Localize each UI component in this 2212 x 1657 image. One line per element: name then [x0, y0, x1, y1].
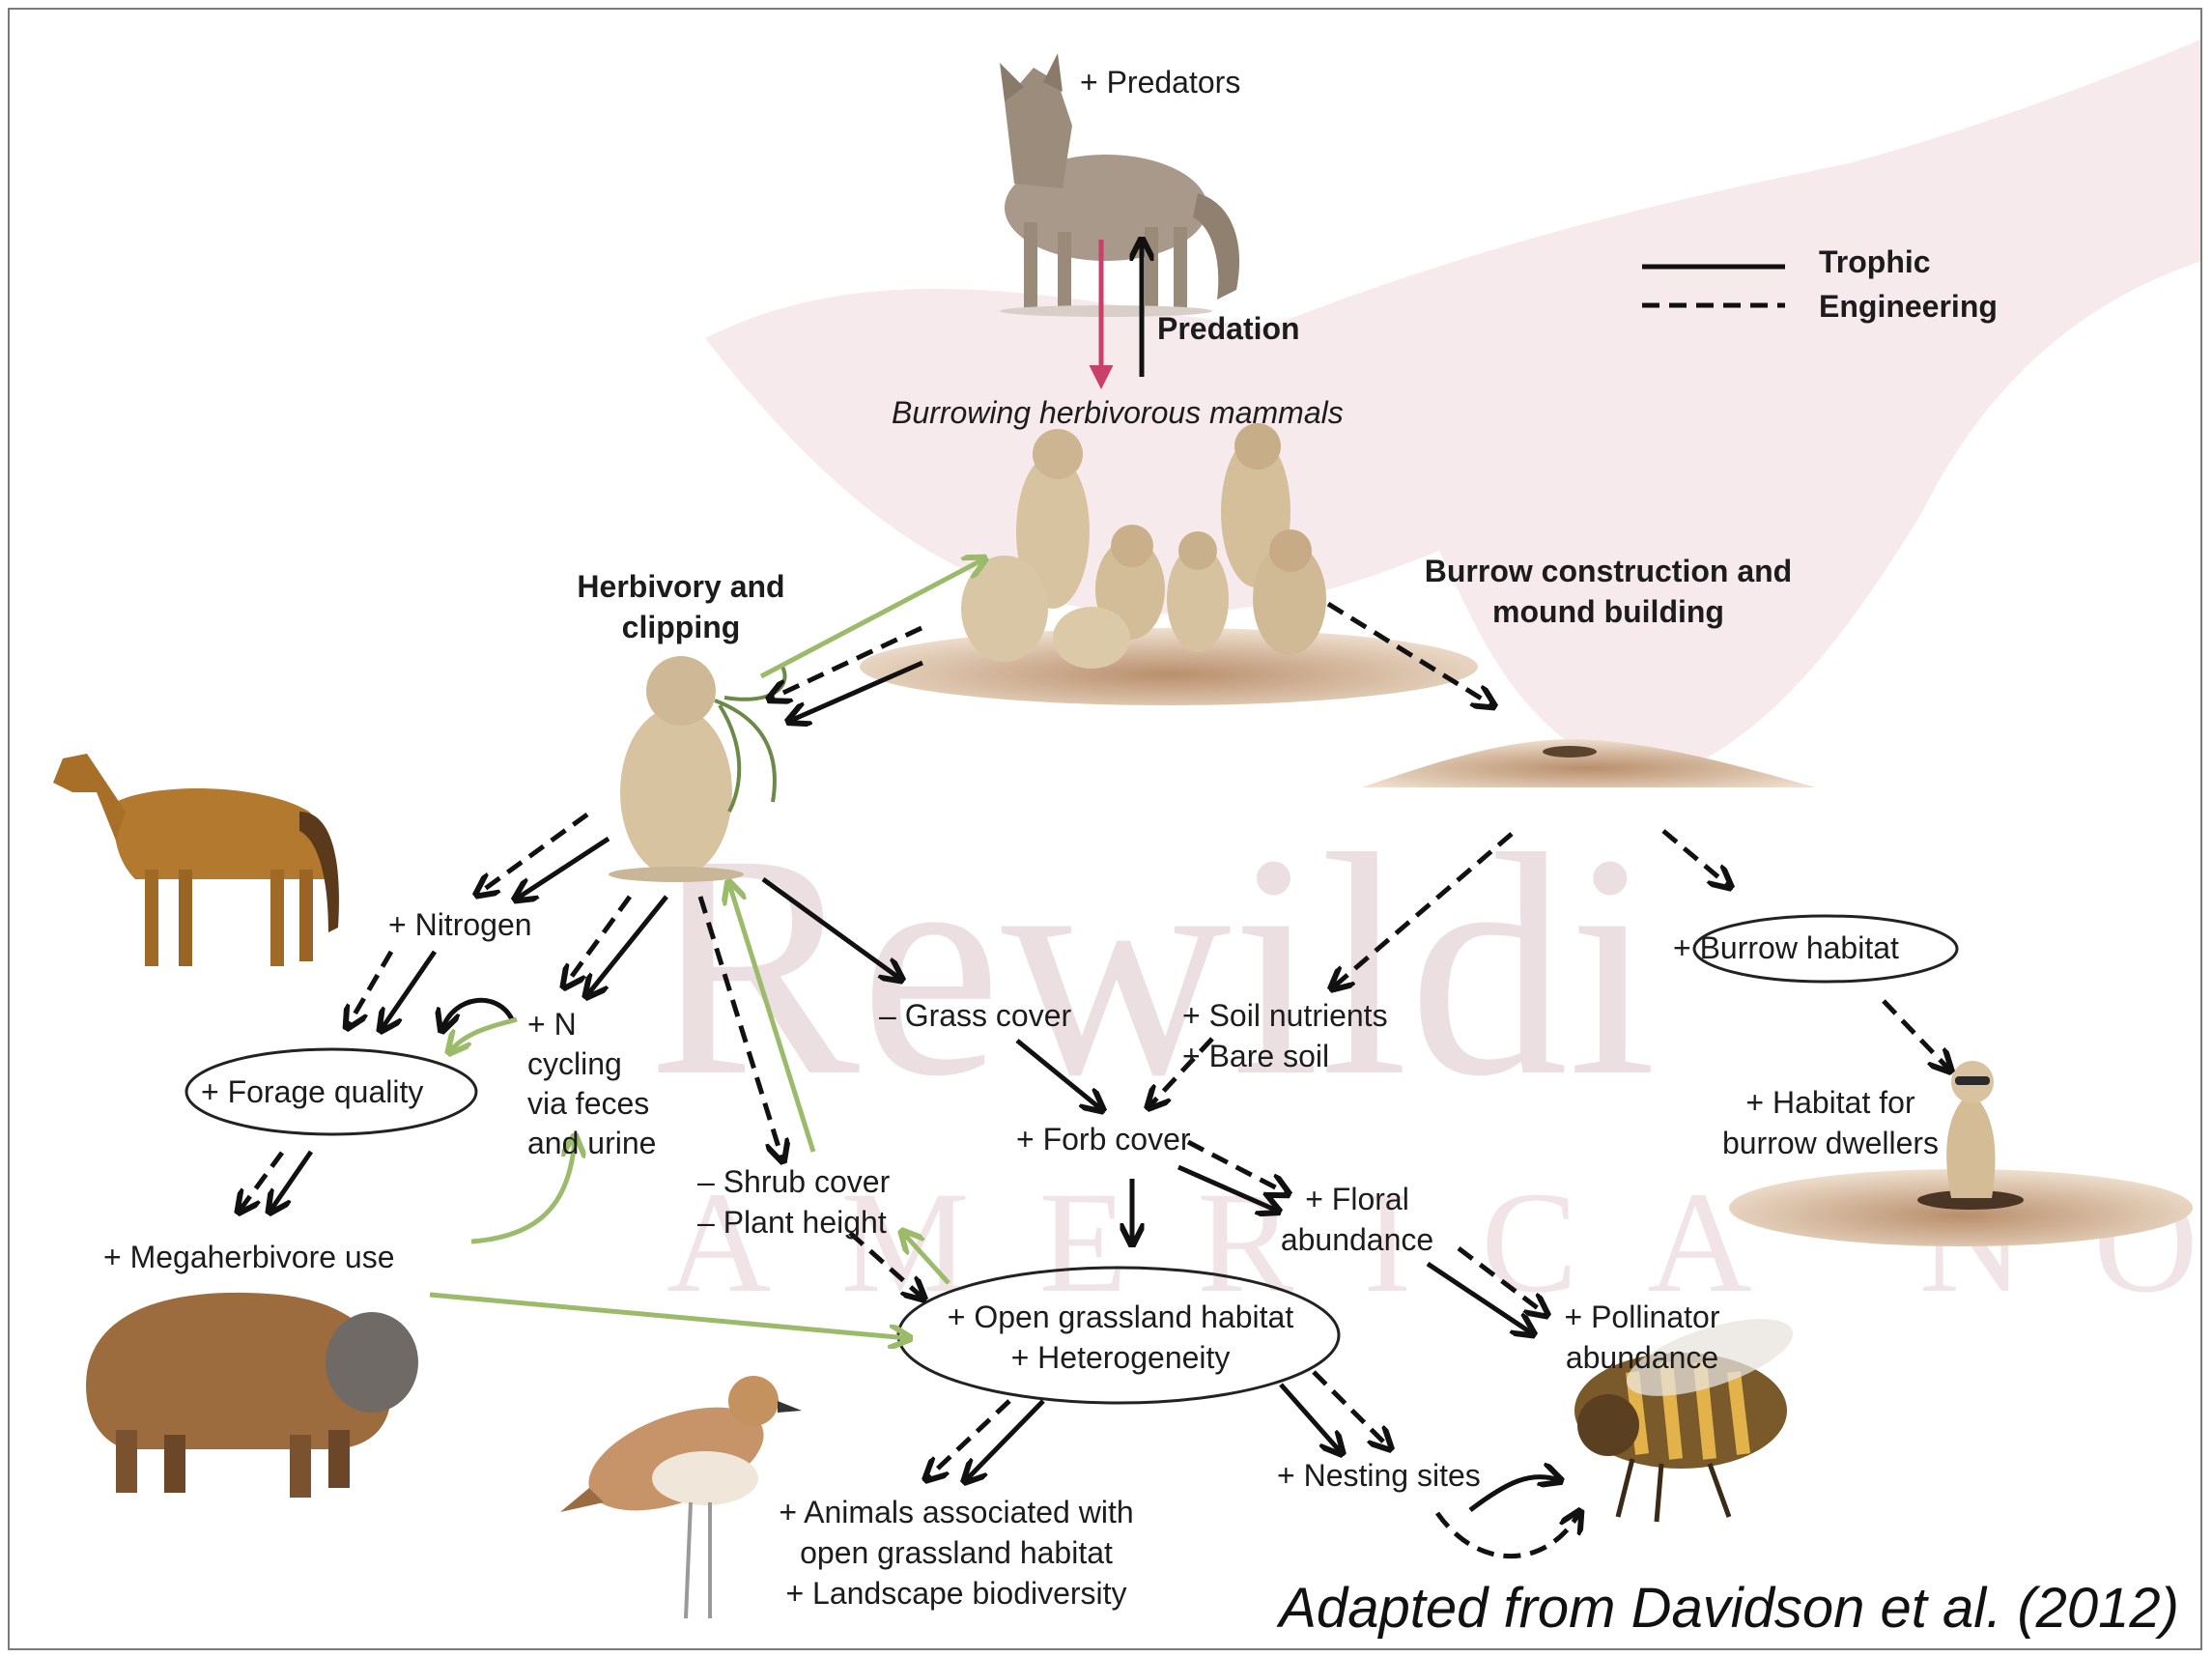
arrow-grassland-to-shrub-green [903, 1233, 949, 1283]
arrow-grass-to-forb [1017, 1041, 1101, 1109]
arrow-herbivory-to-nitrogen-eng [478, 814, 587, 894]
arrow-nitrogen-to-forage-eng [348, 952, 391, 1026]
burrowing-mammals-label: Burrowing herbivorous mammals [892, 392, 1344, 433]
arrow-herbivory-to-n-cycling [587, 897, 666, 995]
predators-label: + Predators [1080, 62, 1240, 102]
arrow-herbivory-to-nitrogen [517, 839, 609, 899]
arrow-nitrogen-to-forage [382, 952, 435, 1029]
forage-quality-label: + Forage quality [201, 1071, 423, 1112]
nitrogen-label: + Nitrogen [388, 904, 532, 945]
herbivory-label: Herbivory and clipping [560, 566, 802, 647]
bison-illustration [86, 1293, 418, 1498]
arrow-burrow-habitat-to-dwellers [1884, 1001, 1949, 1070]
arrow-mound-to-burrow-habitat [1663, 831, 1729, 886]
arrow-mound-to-soil [1333, 834, 1512, 987]
arrow-grassland-to-animals [966, 1401, 1043, 1480]
burrow-mound-illustration [1362, 739, 1816, 787]
forb-cover-label: + Forb cover [1016, 1119, 1191, 1159]
arrow-megaherbivore-to-grassland-green [430, 1295, 908, 1338]
prairie-dog-eating-illustration [609, 656, 785, 882]
diagram-frame: Rewildi AMERICA NO [8, 8, 2202, 1650]
burrow-construction-label: Burrow construction and mound building [1396, 551, 1821, 632]
arrow-herbivory-to-n-cycling-eng [565, 897, 630, 986]
arrow-nesting-to-pollinator [1470, 1477, 1559, 1510]
floral-abundance-label: + Floral abundance [1261, 1179, 1454, 1260]
habitat-dwellers-label: + Habitat for burrow dwellers [1690, 1082, 1971, 1163]
arrow-shrub-to-herbivory-green [729, 884, 813, 1152]
n-cycling-label: + N cycling via feces and urine [527, 1005, 656, 1163]
burrow-habitat-label: + Burrow habitat [1673, 928, 1899, 968]
nesting-sites-label: + Nesting sites [1277, 1455, 1481, 1496]
arrow-herbivory-to-shrub [700, 897, 782, 1159]
arrow-grassland-to-nesting [1281, 1385, 1341, 1452]
open-grassland-label: + Open grassland habitat + Heterogeneity [918, 1297, 1323, 1378]
arrow-floral-to-pollinator-eng [1459, 1248, 1546, 1314]
arrow-herbivory-to-grass [763, 879, 900, 979]
pollinator-abundance-label: + Pollinator abundance [1536, 1297, 1748, 1378]
source-credit: Adapted from Davidson et al. (2012) [1279, 1576, 2179, 1641]
legend-engineering-label: Engineering [1819, 286, 1998, 327]
soil-nutrients-label: + Soil nutrients + Bare soil [1182, 995, 1388, 1076]
arrow-nesting-to-pollinator-eng [1437, 1513, 1579, 1557]
grass-cover-label: – Grass cover [879, 995, 1071, 1036]
arrow-grassland-to-animals-eng [927, 1401, 1009, 1478]
animals-associated-label: + Animals associated with open grassland… [724, 1492, 1188, 1614]
arrow-colony-to-herbivory [790, 663, 922, 721]
horse-illustration [53, 754, 339, 966]
trophic-arrows [270, 663, 1559, 1510]
arrow-floral-to-pollinator [1428, 1264, 1532, 1333]
arrow-n-cycling-to-forage-green [450, 1019, 517, 1051]
predation-label: Predation [1157, 308, 1300, 349]
shrub-cover-label: – Shrub cover – Plant height [697, 1161, 890, 1243]
megaherbivore-use-label: + Megaherbivore use [103, 1237, 395, 1277]
legend-trophic-label: Trophic [1819, 242, 1931, 282]
